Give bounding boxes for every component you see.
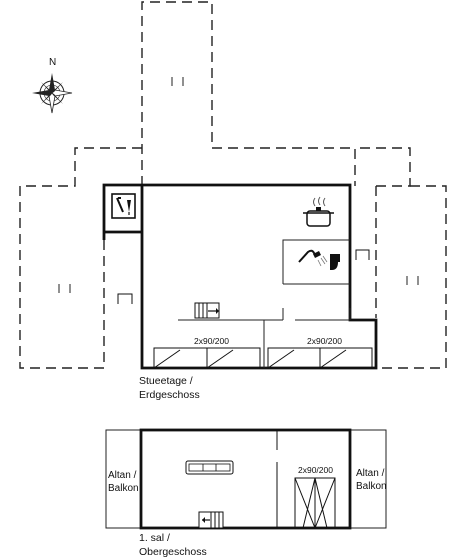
bed-2 — [267, 347, 373, 369]
ground-floor-inner — [178, 239, 351, 368]
compass-north-label: N — [49, 57, 56, 68]
bed-1-label: 2x90/200 — [194, 336, 229, 346]
terrace-top-left — [19, 147, 142, 369]
balcony-left-line1: Altan / — [108, 470, 137, 481]
ground-floor-caption-line1: Stueetage / — [139, 375, 193, 387]
bed-2-label: 2x90/200 — [307, 336, 342, 346]
door-icon — [117, 249, 370, 304]
terrace-right-outline — [376, 185, 447, 369]
terrace-marks — [58, 77, 419, 293]
stairs-icon — [194, 302, 220, 319]
upper-floor-caption-line2: Obergeschoss — [139, 546, 207, 558]
sofa-icon — [185, 460, 234, 475]
wardrobe-icon — [294, 477, 336, 529]
cooking-pot-icon — [303, 196, 334, 227]
bed-1 — [153, 347, 261, 369]
upper-stairs-icon — [198, 511, 224, 529]
wine-icon — [111, 193, 136, 219]
terrace-right — [355, 147, 411, 187]
balcony-left-line2: Balkon — [108, 483, 139, 494]
ground-floor-caption-line2: Erdgeschoss — [139, 389, 200, 401]
upper-floor-outline — [105, 429, 387, 529]
balcony-right-line1: Altan / — [356, 468, 385, 479]
balcony-right-line2: Balkon — [356, 481, 387, 492]
compass-rose-icon: N — [32, 57, 73, 114]
terrace-top — [141, 1, 356, 186]
upper-bed-label: 2x90/200 — [298, 465, 333, 475]
shower-toilet-icon — [298, 249, 340, 270]
terrace-outlines — [19, 1, 447, 369]
upper-floor-walls — [139, 428, 352, 530]
upper-floor-caption-line1: 1. sal / — [139, 532, 170, 544]
